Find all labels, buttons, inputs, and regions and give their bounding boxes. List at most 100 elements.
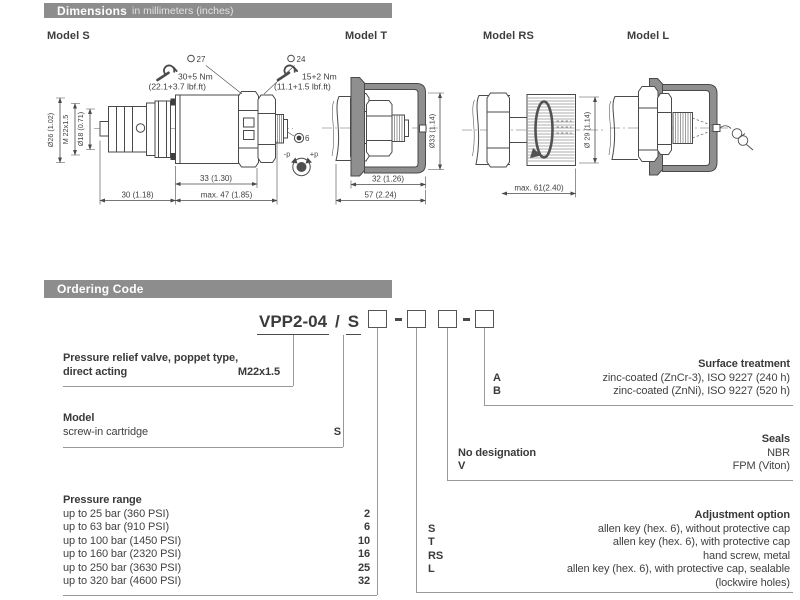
- adjustment-heading: Adjustment option: [694, 509, 791, 521]
- pressure-code: 32: [357, 575, 370, 587]
- dim-body-length: 33 (1.30): [200, 174, 232, 183]
- adjustment-option-block: Adjustment option S allen key (hex. 6), …: [428, 509, 790, 590]
- model-block: Model screw-in cartridge S: [63, 412, 341, 439]
- pressure-label: up to 100 bar (1450 PSI): [63, 534, 182, 547]
- dim-cap-length: 32 (1.26): [372, 175, 404, 184]
- protective-cap: [662, 84, 718, 172]
- underline-model: [63, 447, 343, 448]
- pressure-code: 10: [357, 534, 370, 547]
- connector-box2-to-adjustment: [416, 328, 417, 592]
- underline-pressure-range: [63, 595, 377, 596]
- dim-dia-cap: Ø33 (1.14): [428, 114, 437, 148]
- dim-max-length: max. 47 (1.85): [201, 191, 253, 200]
- adjustment-label: hand screw, metal: [703, 549, 790, 562]
- model-heading: Model: [63, 412, 95, 424]
- ordering-code-title: Ordering Code: [57, 282, 144, 296]
- dim-total-length: 57 (2.24): [364, 191, 396, 200]
- connector-base-to-description: [293, 335, 294, 386]
- adjustment-label: allen key (hex. 6), without protective c…: [597, 522, 790, 535]
- wrench-flats-icon: [287, 54, 295, 63]
- surface-treatment-heading: Surface treatment: [698, 358, 790, 370]
- description-line1: Pressure relief valve, poppet type,: [63, 352, 239, 364]
- pressure-label: up to 160 bar (2320 PSI): [63, 548, 182, 560]
- model-l-drawing: [608, 78, 754, 176]
- rotation-arrow: [534, 100, 554, 159]
- seals-label: NBR: [767, 446, 790, 459]
- protective-cap: [364, 83, 426, 174]
- ordering-code-header-bar: Ordering Code: [44, 280, 392, 298]
- surface-treatment-block: Surface treatment A zinc-coated (ZnCr-3)…: [493, 358, 790, 399]
- plus-p-label: +p: [310, 150, 318, 159]
- dim-max-length: max. 61(2.40): [514, 184, 564, 193]
- adjustment-code: S: [428, 522, 436, 535]
- connector-box1-to-pressure: [377, 328, 378, 595]
- torque-body-imperial: (22.1+3.7 lbf.ft): [149, 82, 207, 92]
- surface-label: zinc-coated (ZnNi), ISO 9227 (520 h): [613, 385, 790, 397]
- model-s-label: Model S: [47, 30, 90, 42]
- model-t-drawing: Ø33 (1.14) 32 (1.26) 57 (2.24): [322, 77, 444, 205]
- protective-cap-flange: [350, 77, 365, 177]
- surface-label: zinc-coated (ZnCr-3), ISO 9227 (240 h): [602, 371, 790, 384]
- model-s-drawing: Ø26 (1.02) M 22x1.5 Ø18 (0.71) 27 30+5 N…: [46, 54, 337, 205]
- allen-key-size: 6: [305, 134, 310, 143]
- pressure-code: 2: [363, 507, 370, 520]
- wrench-size-27-callout: 27: [187, 54, 243, 95]
- surface-code: B: [493, 385, 501, 397]
- adjustment-row: T allen key (hex. 6), with protective ca…: [428, 536, 790, 550]
- model-row-label: screw-in cartridge: [63, 425, 149, 438]
- dim-thread: M 22x1.5: [61, 115, 70, 145]
- wrench-size-value: 24: [297, 55, 306, 64]
- dimension-drawings: Ø26 (1.02) M 22x1.5 Ø18 (0.71) 27 30+5 N…: [46, 54, 754, 205]
- adjustment-code: T: [428, 536, 435, 548]
- code-box-seals: [438, 310, 457, 328]
- torque-body: 30+5 Nm: [178, 72, 213, 82]
- seals-row: No designation NBR: [458, 447, 790, 461]
- code-box-surface-treatment: [475, 310, 494, 328]
- pressure-label: up to 25 bar (360 PSI): [63, 507, 170, 520]
- pressure-row: up to 25 bar (360 PSI) 2: [63, 508, 370, 522]
- dim-dia-body: Ø26 (1.02): [46, 113, 55, 147]
- pressure-row: up to 63 bar (910 PSI) 6: [63, 521, 370, 535]
- adjustment-label: allen key (hex. 6), with protective cap: [612, 536, 790, 548]
- seals-code: No designation: [458, 446, 537, 459]
- pressure-code: 16: [357, 548, 370, 560]
- underline-surface-treatment: [484, 405, 793, 406]
- surface-row: A zinc-coated (ZnCr-3), ISO 9227 (240 h): [493, 372, 790, 386]
- torque-wrench-icon: [276, 64, 299, 82]
- dimensions-subtitle: in millimeters (inches): [132, 4, 234, 17]
- adjustment-code: RS: [428, 549, 444, 562]
- rotation-icon: [292, 157, 311, 177]
- seals-label: FPM (Viton): [732, 460, 790, 472]
- torque-locknut: 15+2 Nm: [302, 72, 337, 82]
- torque-wrench-icon: [156, 64, 178, 82]
- adjustment-code: L: [428, 563, 435, 575]
- pressure-code: 25: [357, 561, 370, 574]
- code-dash: [463, 318, 470, 321]
- seals-block: Seals No designation NBR V FPM (Viton): [458, 433, 790, 474]
- surface-row: B zinc-coated (ZnNi), ISO 9227 (520 h): [493, 385, 790, 399]
- dim-dia-nose: Ø18 (0.71): [76, 112, 85, 146]
- pressure-label: up to 250 bar (3630 PSI): [63, 561, 182, 574]
- dim-nose-length: 30 (1.18): [121, 191, 153, 200]
- o-ring: [170, 98, 176, 106]
- dimensions-header-bar: Dimensions in millimeters (inches): [44, 3, 392, 18]
- pressure-label: up to 63 bar (910 PSI): [63, 521, 170, 533]
- pressure-row: up to 100 bar (1450 PSI) 10: [63, 535, 370, 549]
- wrench-flats-icon: [187, 54, 195, 63]
- model-l-label: Model L: [627, 30, 670, 42]
- dim-dia-knob: Ø 29 (1.14): [583, 112, 592, 148]
- adjustment-row: (lockwire holes): [428, 577, 790, 591]
- valve-description-block: Pressure relief valve, poppet type, dire…: [63, 352, 280, 379]
- ordering-code-model: S: [345, 312, 362, 335]
- adjustment-row: RS hand screw, metal: [428, 550, 790, 564]
- model-row-code: S: [333, 425, 341, 438]
- pressure-row: up to 320 bar (4600 PSI) 32: [63, 575, 370, 589]
- ordering-code-base: VPP2-04: [257, 312, 330, 335]
- hex-socket-callout: 6: [287, 131, 310, 144]
- adjustment-row: S allen key (hex. 6), without protective…: [428, 523, 790, 537]
- seals-heading: Seals: [761, 433, 790, 445]
- minus-p-label: -p: [284, 150, 290, 159]
- connector-box4-to-surface: [484, 328, 485, 405]
- model-rs-drawing: Ø 29 (1.14) max. 61(2.40): [462, 92, 603, 198]
- o-ring: [170, 153, 176, 160]
